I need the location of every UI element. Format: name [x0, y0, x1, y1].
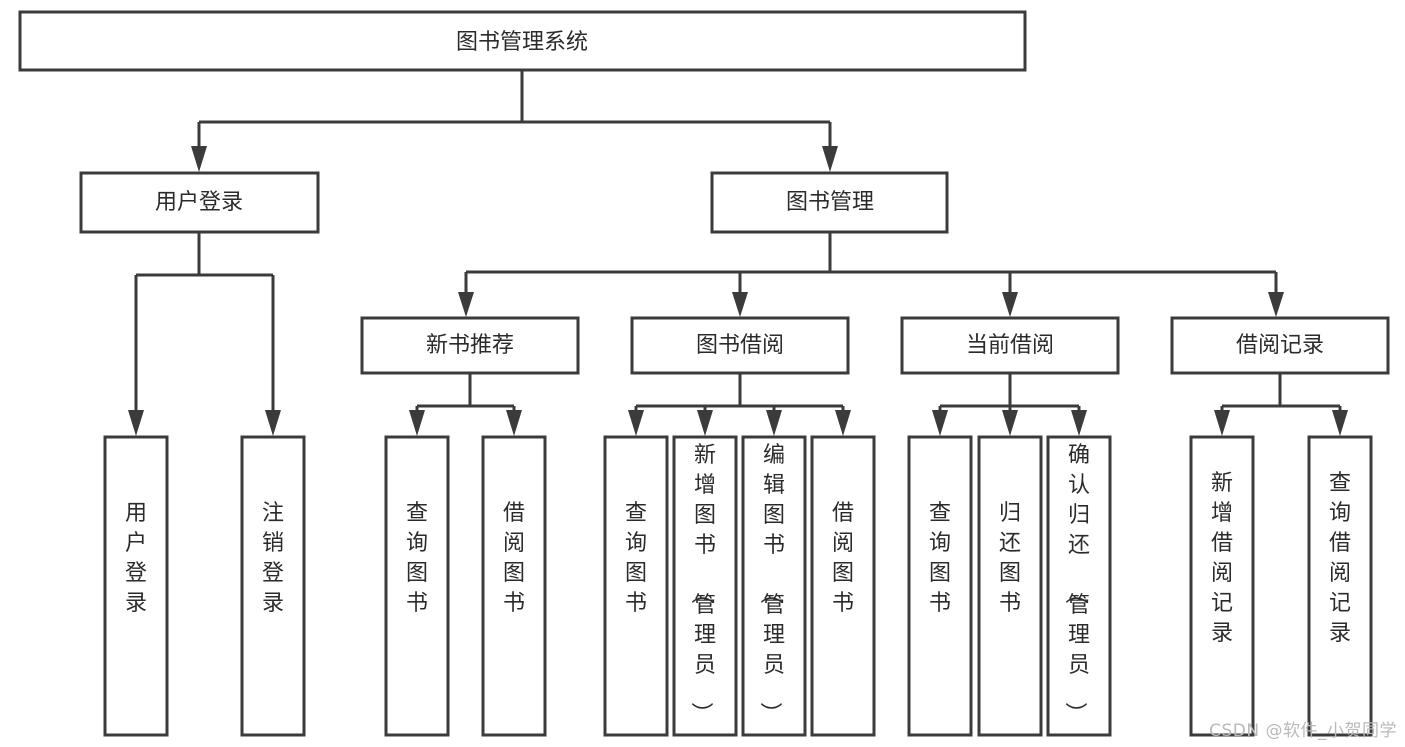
- node-leaf-logout-login-box[interactable]: [240, 435, 306, 737]
- node-leaf-query-record-label: 查询借阅记录: [1329, 471, 1351, 646]
- node-leaf-add-book[interactable]: 新增图书（管理员）: [672, 435, 738, 737]
- node-new-book-recommend[interactable]: 新书推荐: [360, 316, 580, 375]
- node-borrow-record-box[interactable]: [1170, 316, 1390, 375]
- node-leaf-query-book-3[interactable]: 查询图书: [907, 435, 973, 737]
- node-user-login-label: 用户登录: [155, 190, 243, 215]
- node-leaf-query-record-box[interactable]: [1307, 435, 1373, 737]
- node-leaf-query-book-3-box[interactable]: [907, 435, 973, 737]
- node-root[interactable]: 图书管理系统: [18, 10, 1027, 72]
- arrow-head-leaf-borrow-book-1: [506, 410, 522, 436]
- node-borrow-record[interactable]: 借阅记录: [1170, 316, 1390, 375]
- node-leaf-borrow-book-1-box[interactable]: [481, 435, 547, 737]
- node-current-borrow[interactable]: 当前借阅: [900, 316, 1120, 375]
- node-book-borrow[interactable]: 图书借阅: [630, 316, 850, 375]
- node-leaf-add-record[interactable]: 新增借阅记录: [1189, 435, 1255, 737]
- node-leaf-query-book-1[interactable]: 查询图书: [384, 435, 450, 737]
- node-leaf-return-book-box[interactable]: [977, 435, 1043, 737]
- arrow-head-leaf-query-book-2: [628, 410, 644, 436]
- arrow-head-book-borrow: [732, 292, 748, 317]
- connector-group-root: [191, 70, 838, 172]
- node-leaf-query-book-1-label: 查询图书: [406, 501, 428, 616]
- node-book-management-label: 图书管理: [786, 190, 874, 215]
- node-book-borrow-box[interactable]: [630, 316, 850, 375]
- node-leaf-add-book-box[interactable]: [672, 435, 738, 737]
- node-borrow-record-label: 借阅记录: [1236, 333, 1324, 358]
- node-new-book-recommend-box[interactable]: [360, 316, 580, 375]
- node-leaf-confirm-return-label: 确认归还（管理员）: [1062, 443, 1090, 724]
- arrow-head-leaf-logout-login: [265, 410, 281, 436]
- node-leaf-add-book-label: 新增图书（管理员）: [688, 443, 716, 724]
- node-leaf-confirm-return-box[interactable]: [1046, 435, 1112, 737]
- node-leaf-add-record-box[interactable]: [1189, 435, 1255, 737]
- connector-group-user-login: [128, 232, 281, 436]
- node-user-login-box[interactable]: [79, 171, 320, 234]
- node-leaf-edit-book-box[interactable]: [741, 435, 807, 737]
- arrow-head-leaf-return-book: [1002, 410, 1018, 436]
- node-root-box[interactable]: [18, 10, 1027, 72]
- connector-group-borrow-record: [1214, 373, 1348, 436]
- node-leaf-user-login-label: 用户登录: [125, 501, 147, 616]
- node-root-label: 图书管理系统: [456, 30, 588, 55]
- arrow-head-new-book-recommend: [458, 292, 474, 317]
- arrow-head-leaf-query-record: [1332, 410, 1348, 436]
- node-user-login[interactable]: 用户登录: [79, 171, 320, 234]
- arrow-head-leaf-edit-book: [766, 410, 782, 436]
- node-new-book-recommend-label: 新书推荐: [426, 333, 514, 358]
- node-leaf-query-book-2-label: 查询图书: [625, 501, 647, 616]
- arrow-head-leaf-query-book-1: [409, 410, 425, 436]
- node-leaf-query-record[interactable]: 查询借阅记录: [1307, 435, 1373, 737]
- node-current-borrow-box[interactable]: [900, 316, 1120, 375]
- node-leaf-logout-login[interactable]: 注销登录: [240, 435, 306, 737]
- node-leaf-borrow-book-2-box[interactable]: [810, 435, 876, 737]
- node-leaf-borrow-book-2-label: 借阅图书: [832, 501, 854, 616]
- node-leaf-return-book[interactable]: 归还图书: [977, 435, 1043, 737]
- arrow-head-leaf-confirm-return: [1071, 410, 1087, 436]
- node-leaf-query-book-3-label: 查询图书: [929, 501, 951, 616]
- node-leaf-logout-login-label: 注销登录: [262, 501, 284, 616]
- node-book-management[interactable]: 图书管理: [710, 171, 949, 234]
- arrow-head-leaf-add-record: [1214, 410, 1230, 436]
- node-leaf-user-login-box[interactable]: [103, 435, 169, 737]
- node-leaf-borrow-book-1-label: 借阅图书: [503, 501, 525, 616]
- node-leaf-query-book-1-box[interactable]: [384, 435, 450, 737]
- arrow-head-borrow-record: [1268, 292, 1284, 317]
- node-leaf-confirm-return[interactable]: 确认归还（管理员）: [1046, 435, 1112, 737]
- node-leaf-borrow-book-2[interactable]: 借阅图书: [810, 435, 876, 737]
- arrow-head-leaf-user-login: [128, 410, 144, 436]
- node-book-management-box[interactable]: [710, 171, 949, 234]
- node-leaf-return-book-label: 归还图书: [999, 501, 1021, 616]
- arrow-head-leaf-query-book-3: [932, 410, 948, 436]
- arrow-head-current-borrow: [1002, 292, 1018, 317]
- arrow-head-leaf-borrow-book-2: [835, 410, 851, 436]
- node-book-borrow-label: 图书借阅: [696, 333, 784, 358]
- arrow-head-user-login: [191, 146, 207, 172]
- node-leaf-add-record-label: 新增借阅记录: [1211, 471, 1233, 646]
- node-current-borrow-label: 当前借阅: [966, 333, 1054, 358]
- node-leaf-edit-book[interactable]: 编辑图书（管理员）: [741, 435, 807, 737]
- node-leaf-query-book-2[interactable]: 查询图书: [603, 435, 669, 737]
- connector-group-book-management: [458, 232, 1284, 317]
- connector-group-book-borrow: [628, 373, 851, 436]
- connector-group-new-book-recommend: [409, 373, 522, 436]
- node-leaf-borrow-book-1[interactable]: 借阅图书: [481, 435, 547, 737]
- node-leaf-query-book-2-box[interactable]: [603, 435, 669, 737]
- arrow-head-book-management: [822, 146, 838, 172]
- node-leaf-edit-book-label: 编辑图书（管理员）: [757, 443, 785, 724]
- node-leaf-user-login[interactable]: 用户登录: [103, 435, 169, 737]
- connector-group-current-borrow: [932, 373, 1087, 436]
- arrow-head-leaf-add-book: [697, 410, 713, 436]
